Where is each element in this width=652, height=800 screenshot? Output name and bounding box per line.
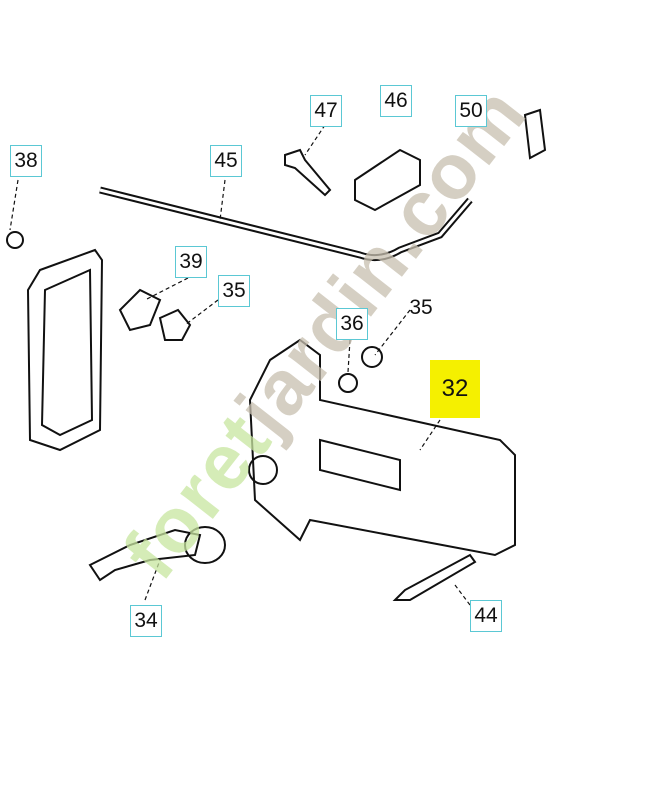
screw-44 [392, 553, 477, 601]
bracket-38 [26, 248, 104, 452]
part-label-50[interactable]: 50 [455, 95, 487, 127]
pin-50 [523, 108, 547, 160]
part-label-38[interactable]: 38 [10, 145, 42, 177]
nut-35 [158, 308, 192, 341]
part-label-32[interactable]: 32 [430, 360, 480, 418]
part-label-35[interactable]: 35 [218, 275, 250, 307]
part-39 [118, 288, 162, 332]
part-label-44[interactable]: 44 [470, 600, 502, 632]
part-label-35b[interactable]: 35 [409, 296, 433, 319]
part-label-36[interactable]: 36 [336, 308, 368, 340]
lever-34 [88, 528, 202, 582]
part-label-39[interactable]: 39 [175, 246, 207, 278]
plate-32 [248, 338, 516, 557]
bolt-47 [284, 148, 332, 197]
part-label-47[interactable]: 47 [310, 95, 342, 127]
part-label-45[interactable]: 45 [210, 145, 242, 177]
part-label-46[interactable]: 46 [380, 85, 412, 117]
clip-46 [354, 148, 421, 212]
nut-35b [361, 346, 383, 368]
part-label-34[interactable]: 34 [130, 605, 162, 637]
washer-36 [338, 373, 358, 393]
